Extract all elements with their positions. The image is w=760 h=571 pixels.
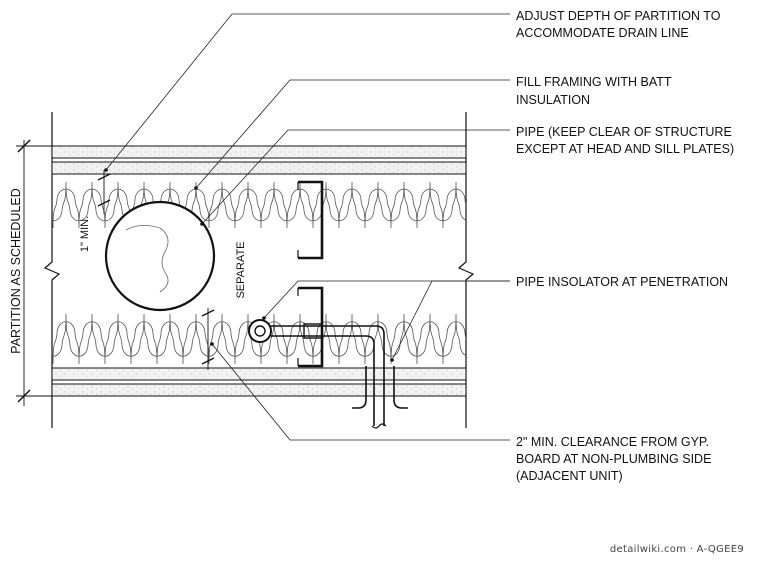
note-pipe-1: PIPE (KEEP CLEAR OF STRUCTURE	[516, 125, 732, 139]
callout-notes: ADJUST DEPTH OF PARTITION TO ACCOMMODATE…	[516, 9, 734, 483]
watermark: detailwiki.com · A-QGEE9	[610, 544, 744, 555]
separate-label: SEPARATE	[235, 241, 247, 298]
drain-pipe	[104, 200, 216, 312]
note-fill-framing-2: INSULATION	[516, 93, 590, 107]
note-fill-framing-1: FILL FRAMING WITH BATT	[516, 75, 672, 89]
gyp-board-bottom	[51, 367, 467, 397]
note-adjust-depth-1: ADJUST DEPTH OF PARTITION TO	[516, 9, 721, 23]
partition-dimension-label: PARTITION AS SCHEDULED	[9, 188, 23, 354]
note-clearance-3: (ADJACENT UNIT)	[516, 469, 623, 483]
separate-dimension: SEPARATE	[201, 241, 247, 370]
supply-pipe	[248, 319, 387, 429]
batt-loops	[52, 181, 466, 229]
gyp-board-top	[51, 145, 467, 175]
note-pipe-insulator: PIPE INSOLATOR AT PENETRATION	[516, 275, 728, 289]
min-gap-dimension: 1" MIN.	[79, 170, 111, 252]
note-pipe-2: EXCEPT AT HEAD AND SILL PLATES)	[516, 142, 734, 156]
pipe-insulator	[352, 366, 408, 409]
note-clearance-1: 2" MIN. CLEARANCE FROM GYP.	[516, 435, 709, 449]
batt-insulation-bottom	[52, 313, 466, 365]
partition-dimension: PARTITION AS SCHEDULED	[9, 139, 52, 406]
leader-lines	[104, 13, 510, 441]
min-gap-label: 1" MIN.	[79, 216, 91, 252]
note-clearance-2: BOARD AT NON-PLUMBING SIDE	[516, 452, 711, 466]
batt-loops	[52, 313, 466, 365]
metal-stud-upper	[297, 180, 324, 260]
note-adjust-depth-2: ACCOMMODATE DRAIN LINE	[516, 26, 689, 40]
batt-insulation-top	[52, 181, 466, 229]
wall-break-lines	[43, 112, 475, 428]
